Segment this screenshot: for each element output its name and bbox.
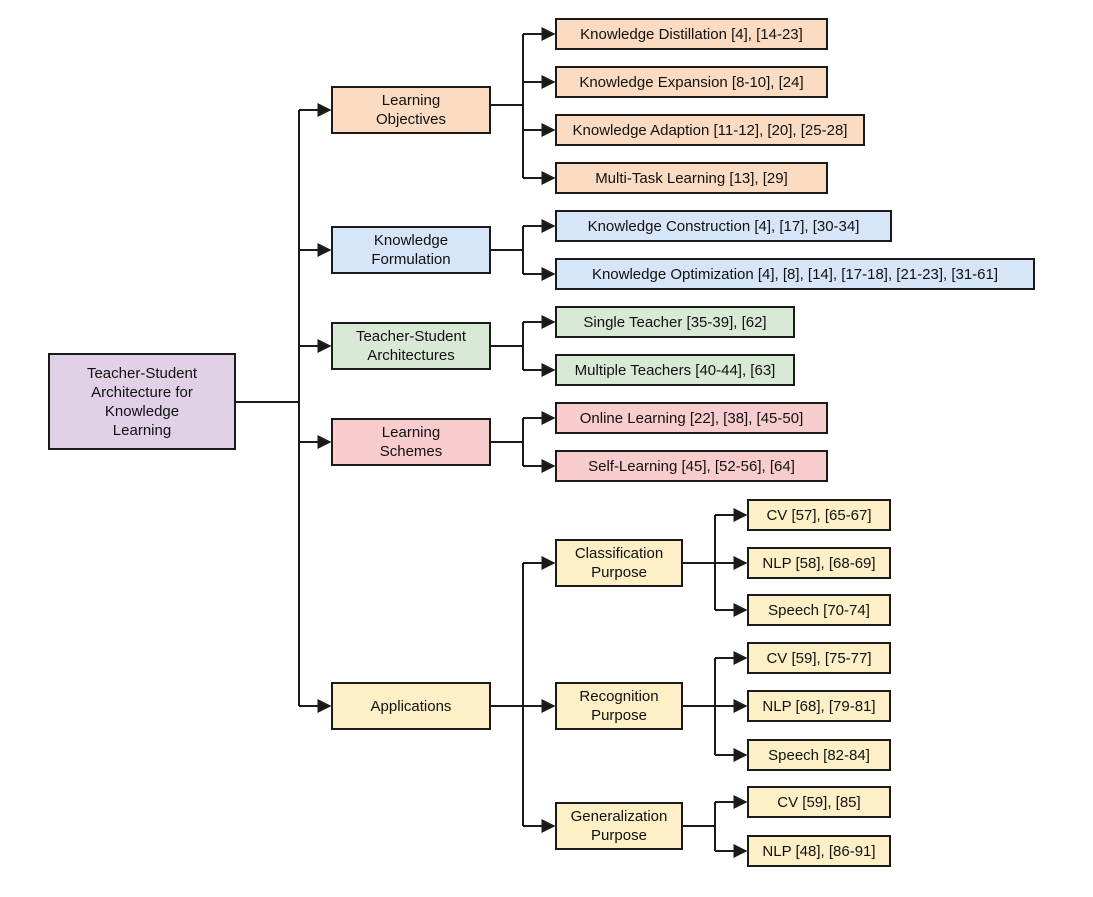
root-node: Teacher-Student Architecture for Knowled…: [48, 353, 236, 450]
leaf-classification-cv: CV [57], [65-67]: [747, 499, 891, 531]
classification-purpose-node: Classification Purpose: [555, 539, 683, 587]
leaf-recognition-speech: Speech [82-84]: [747, 739, 891, 771]
recognition-purpose-node: Recognition Purpose: [555, 682, 683, 730]
knowledge-formulation-node: Knowledge Formulation: [331, 226, 491, 274]
leaf-knowledge-construction: Knowledge Construction [4], [17], [30-34…: [555, 210, 892, 242]
leaf-knowledge-distillation: Knowledge Distillation [4], [14-23]: [555, 18, 828, 50]
leaf-knowledge-adaption: Knowledge Adaption [11-12], [20], [25-28…: [555, 114, 865, 146]
leaf-recognition-nlp: NLP [68], [79-81]: [747, 690, 891, 722]
generalization-purpose-node: Generalization Purpose: [555, 802, 683, 850]
learning-objectives-node: Learning Objectives: [331, 86, 491, 134]
leaf-classification-nlp: NLP [58], [68-69]: [747, 547, 891, 579]
leaf-single-teacher: Single Teacher [35-39], [62]: [555, 306, 795, 338]
leaf-knowledge-expansion: Knowledge Expansion [8-10], [24]: [555, 66, 828, 98]
leaf-multiple-teachers: Multiple Teachers [40-44], [63]: [555, 354, 795, 386]
applications-node: Applications: [331, 682, 491, 730]
learning-schemes-node: Learning Schemes: [331, 418, 491, 466]
leaf-multi-task-learning: Multi-Task Learning [13], [29]: [555, 162, 828, 194]
leaf-generalization-cv: CV [59], [85]: [747, 786, 891, 818]
leaf-classification-speech: Speech [70-74]: [747, 594, 891, 626]
leaf-recognition-cv: CV [59], [75-77]: [747, 642, 891, 674]
teacher-student-architectures-node: Teacher-Student Architectures: [331, 322, 491, 370]
leaf-online-learning: Online Learning [22], [38], [45-50]: [555, 402, 828, 434]
leaf-generalization-nlp: NLP [48], [86-91]: [747, 835, 891, 867]
leaf-self-learning: Self-Learning [45], [52-56], [64]: [555, 450, 828, 482]
leaf-knowledge-optimization: Knowledge Optimization [4], [8], [14], […: [555, 258, 1035, 290]
